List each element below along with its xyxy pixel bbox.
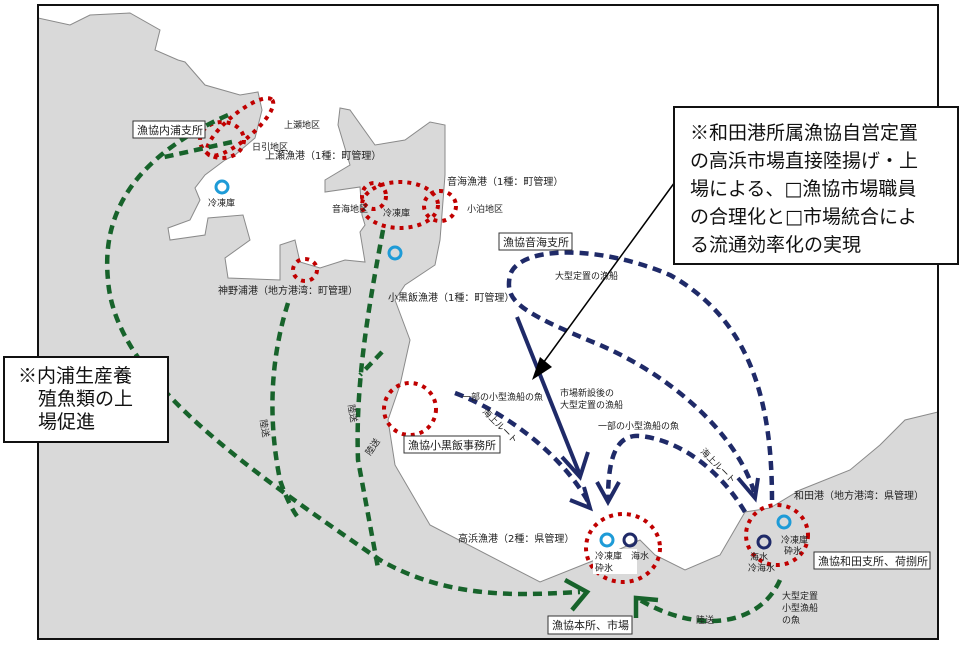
callout-right-line: ※和田港所属漁協自営定置 (690, 122, 918, 144)
label-otomi-area: 音海地区 (332, 203, 368, 215)
callout-right-line: の高浜市場直接陸揚げ・上 (690, 150, 918, 172)
freezer-icon (599, 532, 615, 548)
callout-left-line: ※内浦生産養 (18, 365, 132, 387)
office-uchiura: 漁協内浦支所 (132, 120, 206, 139)
label-takahama-ice: 砕氷 (595, 562, 613, 574)
label-large-net-boat: 大型定置の漁船 (555, 270, 618, 282)
arrowhead-new-market (560, 451, 590, 481)
port-circle-oguryu (382, 381, 438, 437)
port-circle-takahama (584, 512, 662, 584)
callout-left-line: 場促進 (38, 411, 95, 433)
label-small-boat-fish-1: 一部の小型漁船の魚 (462, 391, 543, 403)
office-oguryu-label: 漁協小黒飯事務所 (408, 438, 496, 452)
office-honsho: 漁協本所、市場 (547, 615, 633, 635)
land-route-hibiki (159, 139, 233, 161)
label-wada-fish-1: 大型定置 (782, 590, 818, 602)
land-route-kounoura (270, 302, 302, 522)
label-wada-seawater: 海水 (750, 551, 768, 563)
label-wada-port: 和田港（地方港湾：県管理） (794, 489, 924, 502)
label-new-market-2: 大型定置の漁船 (560, 399, 623, 411)
label-kounoura-port: 神野浦港（地方港湾：町管理） (218, 284, 358, 297)
label-wada-fish-2: 小型漁船 (782, 602, 818, 614)
office-honsho-label: 漁協本所、市場 (552, 618, 629, 632)
land-route-wada (638, 579, 783, 624)
label-takahama-seawater: 海水 (631, 550, 649, 562)
callout-right-line: の合理化と□市場統合によ (690, 206, 917, 228)
map-frame (37, 4, 939, 640)
label-wada-fish-3: の魚 (782, 614, 800, 626)
route-new-market (515, 316, 582, 476)
callout-pointer (537, 174, 681, 371)
label-freezer-otomi: 冷凍庫 (383, 207, 410, 219)
label-land-transport-2: 陸送 (257, 418, 272, 438)
label-hibiki-area: 日引地区 (252, 141, 288, 153)
label-takahama-freezer: 冷凍庫 (595, 550, 622, 562)
arrowhead-honsho-1 (563, 578, 591, 612)
callout-left: ※内浦生産養 殖魚類の上 場促進 (3, 356, 169, 443)
label-new-market-1: 市場新設後の (560, 387, 614, 399)
label-otomi-port: 音海漁港（1種：町管理） (447, 175, 563, 188)
label-small-boat-fish-2: 一部の小型漁船の魚 (598, 420, 679, 432)
sea-route-large-net (506, 250, 775, 501)
callout-right-line: る流通効率化の実現 (690, 234, 861, 256)
land-route-oguryu (358, 350, 384, 377)
label-kouze-port: 上瀬漁港（1種：町管理） (265, 149, 381, 162)
seawater-icon (622, 532, 638, 548)
office-wada: 漁協和田支所、荷捌所 (813, 551, 931, 570)
land-route-uchiura (104, 112, 581, 597)
office-otomi-label: 漁協音海支所 (503, 235, 569, 249)
callout-pointer-head (532, 357, 552, 380)
office-oguryu: 漁協小黒飯事務所 (403, 435, 501, 454)
label-land-transport-3: 陸送 (345, 403, 360, 423)
port-circle-wada (744, 503, 810, 567)
port-circle-kodomari (422, 189, 458, 223)
arrowhead-takahama-1 (569, 486, 594, 512)
sea-routes (454, 174, 775, 514)
arrowhead-takahama-2 (595, 481, 621, 507)
facility-label-bg (593, 549, 637, 574)
freezer-icon (214, 179, 230, 195)
port-circle-otomi-area (360, 181, 388, 211)
port-circle-otomi (360, 180, 440, 230)
office-otomi: 漁協音海支所 (498, 232, 573, 251)
label-wada-chilled-seawater: 冷海水 (748, 562, 775, 574)
label-kodomari-area: 小泊地区 (467, 203, 503, 215)
port-circles (198, 96, 810, 584)
label-wada-ice: 砕氷 (784, 545, 802, 557)
office-uchiura-label: 漁協内浦支所 (137, 123, 203, 137)
label-land-transport-5: 陸送 (696, 614, 714, 626)
callout-right: ※和田港所属漁協自営定置 の高浜市場直接陸揚げ・上 場による、□漁協市場職員 の… (673, 106, 959, 265)
callout-left-line: 殖魚類の上 (38, 388, 133, 410)
sea-route-wada-small (605, 433, 747, 514)
land-routes (104, 112, 783, 624)
sea-route-oguryu (454, 390, 592, 507)
freezer-icon (776, 514, 792, 530)
arrowhead-wada (736, 476, 760, 503)
callout-right-line: 場による、□漁協市場職員 (690, 178, 916, 200)
freezer-icon (387, 245, 403, 261)
port-circle-kounoura (291, 257, 319, 283)
seawater-icon (756, 534, 772, 550)
office-wada-label: 漁協和田支所、荷捌所 (818, 554, 928, 568)
label-takahama-port: 高浜漁港（2種：県管理） (458, 532, 574, 545)
land-route-otomi (355, 229, 386, 569)
label-oguryu-port: 小黒飯漁港（1種：町管理） (388, 291, 514, 304)
port-circle-hibiki (198, 120, 246, 160)
arrowhead-honsho-2 (633, 595, 659, 618)
label-freezer: 冷凍庫 (208, 197, 235, 209)
label-kouze-area: 上瀬地区 (284, 119, 320, 131)
label-wada-freezer: 冷凍庫 (781, 534, 808, 546)
